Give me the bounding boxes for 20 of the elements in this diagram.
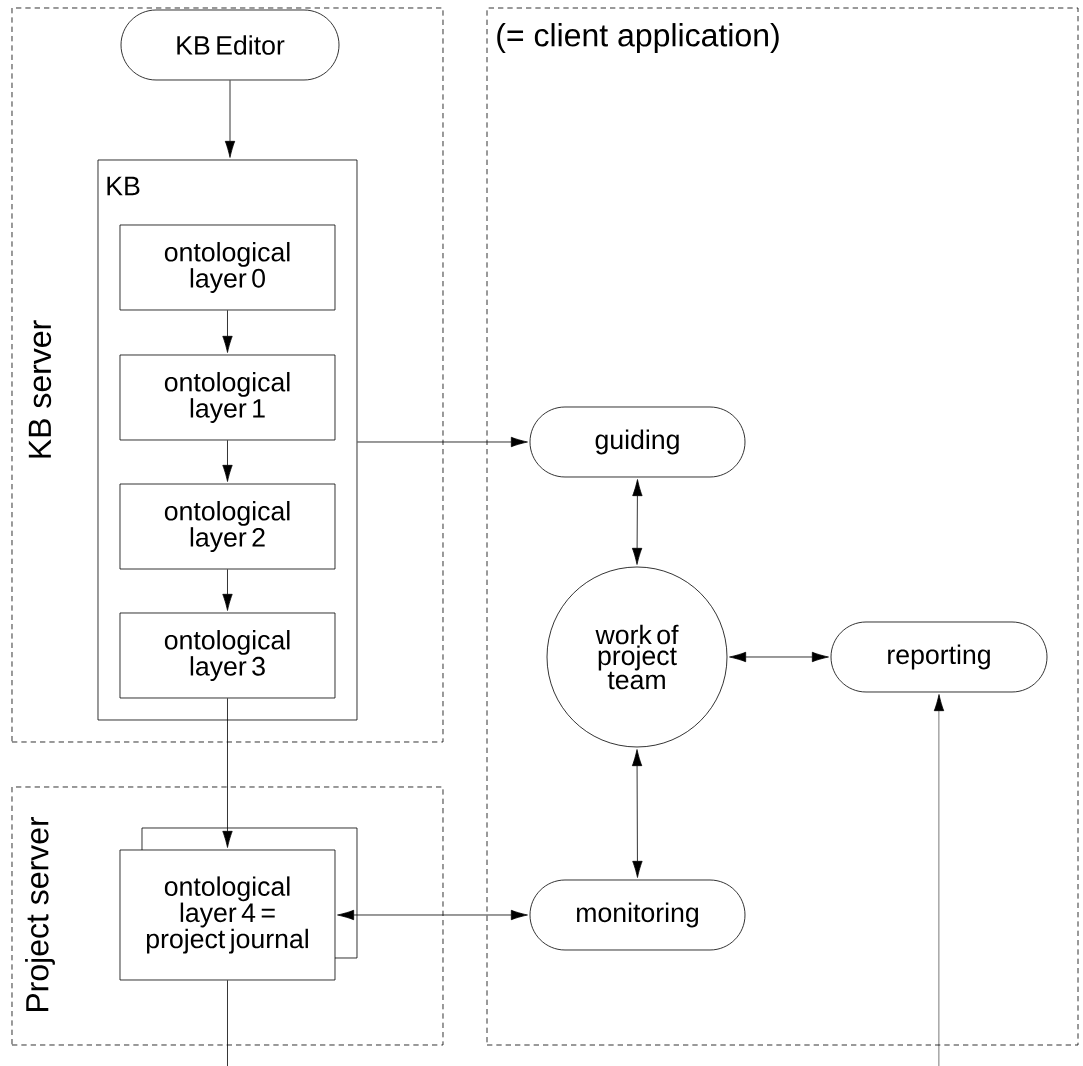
arrow	[337, 909, 528, 921]
arrow	[222, 440, 233, 482]
arrow	[729, 651, 829, 663]
arrow	[222, 698, 233, 848]
rounded-box: guiding	[529, 406, 746, 478]
arrow	[357, 436, 528, 448]
arrow	[222, 310, 233, 353]
circle-node: work of project team	[546, 566, 728, 748]
stacked-box: ontological layer 4 = project journal	[119, 849, 336, 981]
layer-box: ontological layer 0	[119, 224, 336, 311]
layer-box: ontological layer 2	[119, 483, 336, 570]
arrow	[632, 479, 643, 565]
layer-box: ontological layer 3	[119, 612, 336, 699]
rounded-box: KB Editor	[120, 9, 340, 81]
arrow	[222, 569, 233, 611]
rounded-box: monitoring	[529, 879, 746, 951]
arrow	[631, 749, 643, 878]
rounded-box: reporting	[830, 621, 1048, 693]
arrow	[224, 80, 236, 158]
layer-box: ontological layer 1	[119, 354, 336, 441]
